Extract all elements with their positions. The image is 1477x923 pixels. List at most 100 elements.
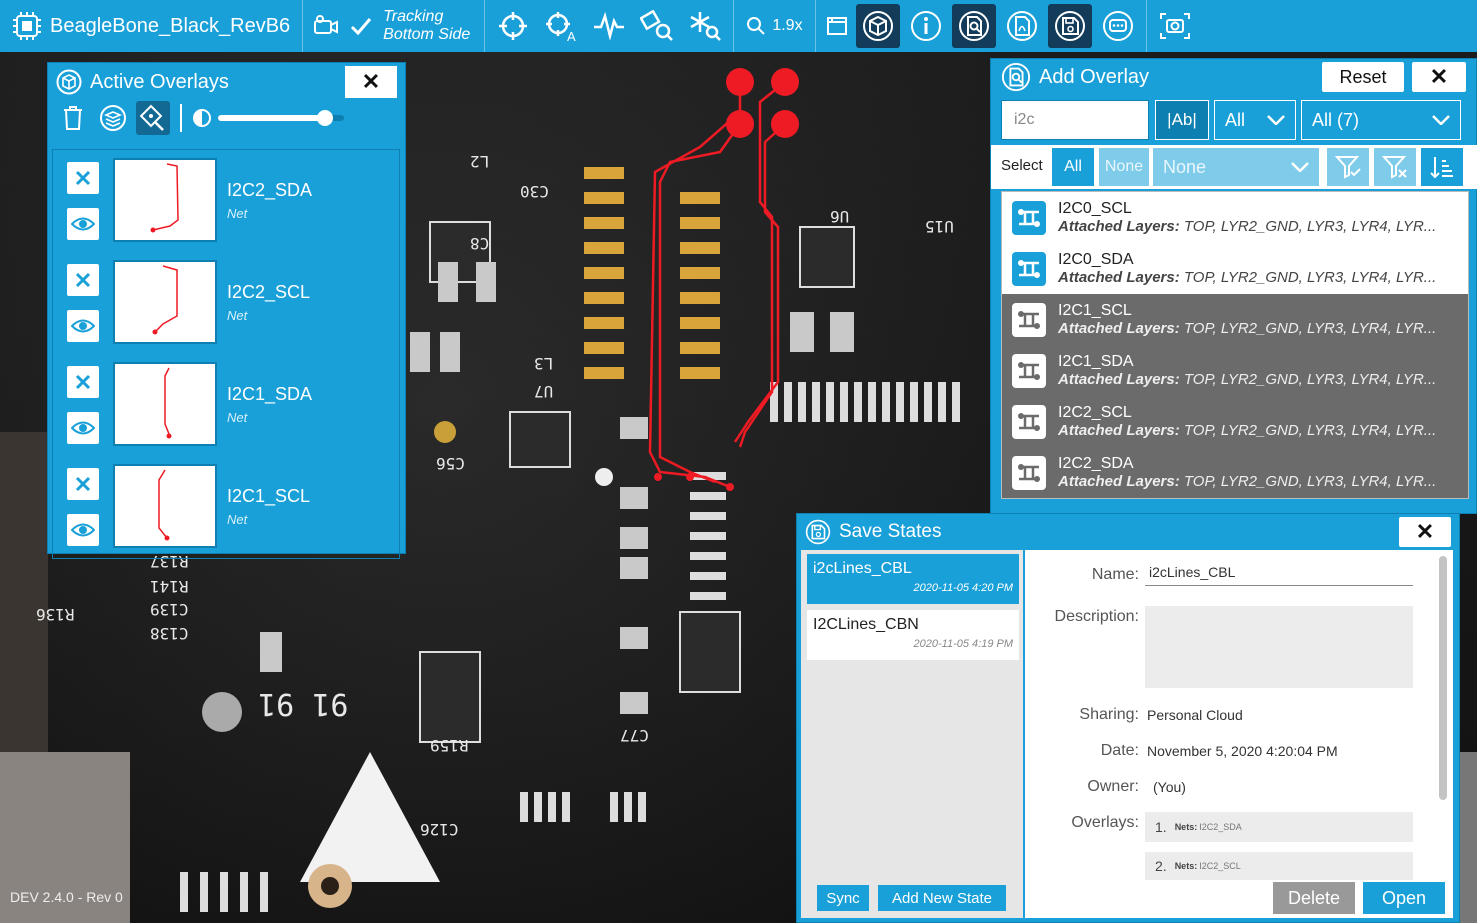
remove-overlay-button[interactable] bbox=[67, 264, 99, 296]
state-overlay-name: I2C2_SCL bbox=[1199, 861, 1241, 871]
open-button[interactable]: Open bbox=[1363, 882, 1445, 914]
silk-label: 91 91 bbox=[258, 686, 349, 721]
net-icon bbox=[1012, 353, 1046, 388]
add-new-state-button[interactable]: Add New State bbox=[878, 885, 1006, 911]
select-none-button[interactable]: None bbox=[1099, 148, 1149, 186]
opacity-slider-thumb[interactable] bbox=[317, 110, 334, 126]
attached-layers-label: Attached Layers: bbox=[1058, 320, 1180, 337]
pdf-button[interactable] bbox=[1000, 4, 1044, 48]
zoom-level: 1.9x bbox=[772, 17, 803, 34]
filter-count-dropdown[interactable]: All (7) bbox=[1301, 100, 1461, 140]
save-state-item[interactable]: i2cLines_CBL 2020-11-05 4:20 PM bbox=[807, 554, 1019, 604]
save-state-item[interactable]: I2CLines_CBN 2020-11-05 4:19 PM bbox=[807, 610, 1019, 660]
zoom-control[interactable]: 1.9x bbox=[738, 16, 810, 36]
overlay-type: Net bbox=[227, 206, 248, 221]
selection-dropdown[interactable]: None bbox=[1153, 148, 1319, 186]
reset-button[interactable]: Reset bbox=[1322, 62, 1404, 92]
opacity-slider-fill bbox=[218, 115, 326, 121]
overlay-item[interactable]: I2C1_SCL Net bbox=[53, 456, 393, 558]
sort-button[interactable] bbox=[1421, 148, 1463, 186]
crosshair-button[interactable] bbox=[491, 4, 535, 48]
remove-overlay-button[interactable] bbox=[67, 468, 99, 500]
description-field[interactable] bbox=[1145, 606, 1413, 688]
add-overlay-button[interactable] bbox=[951, 4, 996, 48]
layers-button[interactable] bbox=[96, 101, 130, 135]
overlay-item[interactable]: I2C1_SDA Net bbox=[53, 354, 393, 456]
cold-search-button[interactable] bbox=[683, 4, 727, 48]
date-value: November 5, 2020 4:20:04 PM bbox=[1147, 743, 1338, 759]
state-name-field[interactable]: i2cLines_CBL bbox=[1145, 564, 1413, 586]
highlight-mode-button[interactable] bbox=[136, 101, 170, 135]
info-button[interactable] bbox=[904, 4, 948, 48]
silk-label: R141 bbox=[150, 577, 189, 596]
attached-layers-value: TOP, LYR2_GND, LYR3, LYR4, LYR... bbox=[1183, 269, 1437, 286]
toggle-visibility-button[interactable] bbox=[67, 412, 99, 444]
silk-label: C8 bbox=[470, 234, 490, 253]
version-label: DEV 2.4.0 - Rev 0 bbox=[10, 889, 123, 905]
tracking-toggle[interactable]: Tracking Bottom Side bbox=[303, 8, 480, 44]
camera-tracking-icon bbox=[314, 15, 339, 34]
silk-label: U7 bbox=[534, 382, 554, 401]
sync-button[interactable]: Sync bbox=[817, 885, 869, 911]
signal-button[interactable] bbox=[587, 4, 631, 48]
net-icon bbox=[1012, 200, 1046, 235]
active-overlays-close-button[interactable]: ✕ bbox=[345, 66, 397, 98]
net-icon bbox=[1012, 302, 1046, 337]
board-title[interactable]: BeagleBone_Black_RevB6 bbox=[0, 0, 304, 52]
toggle-visibility-button[interactable] bbox=[67, 208, 99, 240]
result-name: I2C0_SDA bbox=[1058, 251, 1134, 268]
filter-type-dropdown[interactable]: All bbox=[1214, 100, 1296, 140]
board-name: BeagleBone_Black_RevB6 bbox=[50, 14, 291, 37]
save-icon bbox=[805, 519, 831, 545]
chevron-down-icon bbox=[1267, 115, 1285, 125]
crosshair-annotate-button[interactable]: A bbox=[539, 4, 583, 48]
save-states-button[interactable] bbox=[1047, 4, 1092, 48]
toggle-visibility-button[interactable] bbox=[67, 310, 99, 342]
check-icon bbox=[351, 18, 372, 36]
clear-filter-button[interactable] bbox=[1374, 148, 1416, 186]
document-search-icon bbox=[958, 11, 989, 41]
component-search-button[interactable] bbox=[635, 4, 679, 48]
trace-preview bbox=[164, 367, 172, 439]
overlay-item[interactable]: I2C2_SDA Net bbox=[53, 150, 393, 252]
details-scrollbar[interactable] bbox=[1439, 556, 1447, 800]
overlay-name: I2C1_SDA bbox=[227, 384, 313, 404]
attached-layers-value: TOP, LYR2_GND, LYR3, LYR4, LYR... bbox=[1183, 320, 1437, 337]
attached-layers-label: Attached Layers: bbox=[1058, 269, 1180, 286]
silk-label: R136 bbox=[36, 605, 75, 624]
save-states-close-button[interactable]: ✕ bbox=[1399, 517, 1451, 547]
toggle-visibility-button[interactable] bbox=[67, 514, 99, 546]
chat-button[interactable] bbox=[1096, 4, 1140, 48]
state-overlay-item: 1. Nets: I2C2_SDA bbox=[1145, 812, 1413, 842]
add-overlay-close-button[interactable]: ✕ bbox=[1412, 62, 1466, 92]
filter-count-value: All (7) bbox=[1312, 109, 1360, 130]
window-button[interactable] bbox=[822, 4, 852, 48]
silk-label: U6 bbox=[830, 207, 850, 226]
attached-layers-label: Attached Layers: bbox=[1058, 422, 1180, 439]
select-all-button[interactable]: All bbox=[1052, 148, 1094, 186]
delete-button[interactable]: Delete bbox=[1273, 882, 1355, 914]
overlay-item[interactable]: I2C2_SCL Net bbox=[53, 252, 393, 354]
overlay-thumbnail bbox=[113, 158, 217, 242]
match-case-toggle[interactable]: |Ab| bbox=[1155, 100, 1209, 140]
add-overlay-panel: Add Overlay Reset ✕ i2c |Ab| All All (7)… bbox=[990, 58, 1477, 514]
result-name: I2C1_SDA bbox=[1058, 353, 1134, 370]
save-states-header: Save States ✕ bbox=[797, 514, 1459, 550]
opacity-slider[interactable] bbox=[218, 108, 344, 128]
3d-view-button[interactable] bbox=[855, 4, 900, 48]
screenshot-button[interactable] bbox=[1153, 4, 1197, 48]
search-input[interactable]: i2c bbox=[1001, 100, 1149, 140]
remove-overlay-button[interactable] bbox=[67, 162, 99, 194]
overlay-name: I2C2_SCL bbox=[227, 282, 311, 302]
close-icon bbox=[75, 476, 91, 492]
date-label: Date: bbox=[1100, 742, 1139, 759]
filter-selected-button[interactable] bbox=[1327, 148, 1369, 186]
remove-overlay-button[interactable] bbox=[67, 366, 99, 398]
delete-all-button[interactable] bbox=[56, 101, 90, 135]
